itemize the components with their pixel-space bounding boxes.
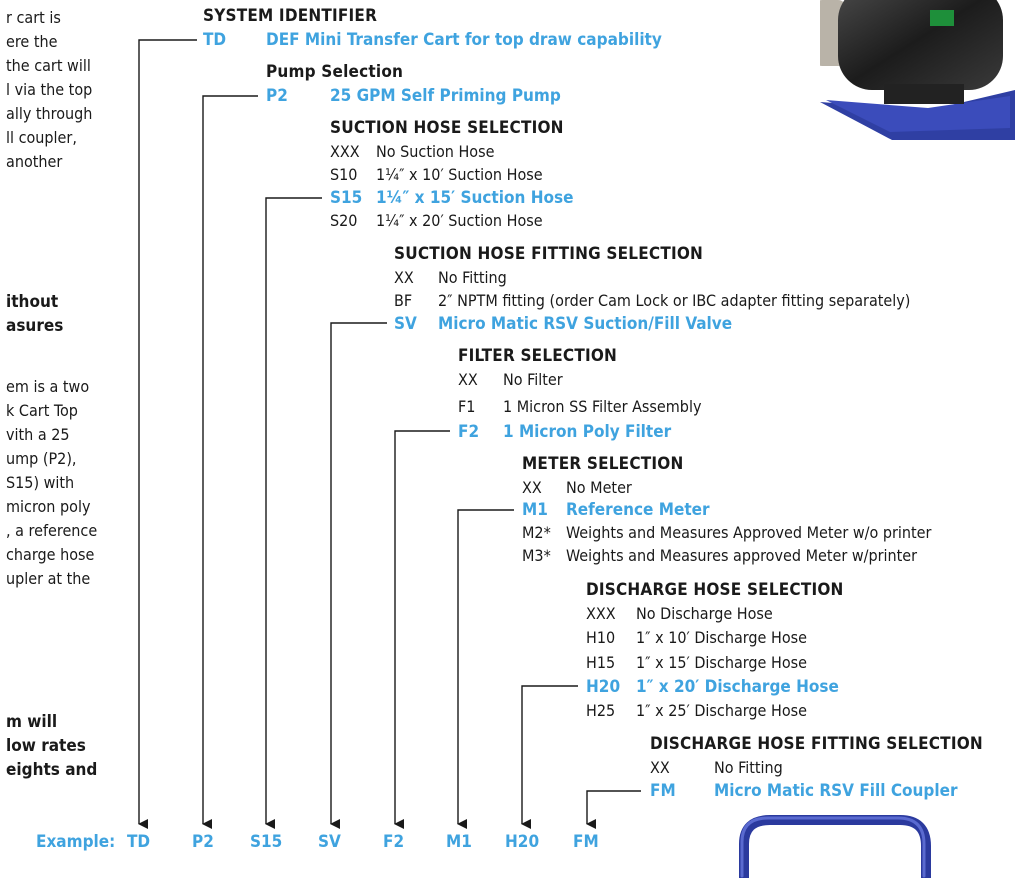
section-title-suction-fitting: SUCTION HOSE FITTING SELECTION — [394, 244, 703, 264]
section-title-meter: METER SELECTION — [522, 454, 683, 474]
section-title-discharge-hose: DISCHARGE HOSE SELECTION — [586, 580, 844, 600]
option-row: M3* Weights and Measures approved Meter … — [522, 545, 1012, 567]
option-desc: 1¼″ x 15′ Suction Hose — [376, 187, 573, 209]
option-desc: No Suction Hose — [376, 141, 494, 163]
option-desc: Weights and Measures approved Meter w/pr… — [566, 545, 917, 567]
option-row-fm: FM Micro Matic RSV Fill Coupler — [650, 780, 1010, 802]
option-code: S15 — [330, 187, 362, 209]
option-row: H15 1″ x 15′ Discharge Hose — [586, 652, 1006, 674]
option-code: M3* — [522, 545, 551, 567]
section-title-system-identifier: SYSTEM IDENTIFIER — [203, 6, 377, 26]
option-code: F2 — [458, 421, 479, 443]
example-code-fm: FM — [573, 832, 599, 852]
example-code-s15: S15 — [250, 832, 282, 852]
option-row: XX No Filter — [458, 369, 958, 391]
option-row: S10 1¼″ x 10′ Suction Hose — [330, 164, 830, 186]
option-row-p2: P2 25 GPM Self Priming Pump — [266, 85, 866, 107]
option-desc: Micro Matic RSV Suction/Fill Valve — [438, 313, 732, 335]
connector-fm — [587, 791, 641, 824]
option-code: H25 — [586, 700, 615, 722]
option-code: H20 — [586, 676, 620, 698]
connector-m1 — [458, 510, 514, 824]
option-desc: No Fitting — [438, 267, 507, 289]
option-row: H10 1″ x 10′ Discharge Hose — [586, 627, 1006, 649]
option-code: H15 — [586, 652, 615, 674]
option-row: S20 1¼″ x 20′ Suction Hose — [330, 210, 830, 232]
option-row-m1: M1 Reference Meter — [522, 499, 1012, 521]
option-desc: DEF Mini Transfer Cart for top draw capa… — [266, 29, 662, 51]
option-desc: 25 GPM Self Priming Pump — [330, 85, 561, 107]
section-title-filter: FILTER SELECTION — [458, 346, 617, 366]
option-code: XX — [458, 369, 478, 391]
example-code-m1: M1 — [446, 832, 472, 852]
option-code: SV — [394, 313, 417, 335]
option-row-sv: SV Micro Matic RSV Suction/Fill Valve — [394, 313, 1014, 335]
option-code: TD — [203, 29, 226, 51]
option-desc: 1 Micron SS Filter Assembly — [503, 396, 701, 418]
option-code: XX — [394, 267, 414, 289]
option-desc: 1″ x 15′ Discharge Hose — [636, 652, 807, 674]
option-row: XX No Fitting — [650, 757, 1010, 779]
connector-td — [139, 40, 197, 824]
connector-s15 — [266, 198, 322, 824]
connector-sv — [331, 323, 387, 824]
option-code: FM — [650, 780, 676, 802]
option-row-s15: S15 1¼″ x 15′ Suction Hose — [330, 187, 830, 209]
option-row: XXX No Discharge Hose — [586, 603, 1006, 625]
option-desc: 1¼″ x 20′ Suction Hose — [376, 210, 543, 232]
option-row: XX No Fitting — [394, 267, 1014, 289]
option-code: XXX — [330, 141, 360, 163]
option-code: XXX — [586, 603, 616, 625]
section-title-discharge-fitting: DISCHARGE HOSE FITTING SELECTION — [650, 734, 983, 754]
option-desc: No Discharge Hose — [636, 603, 773, 625]
option-desc: No Fitting — [714, 757, 783, 779]
option-code: XX — [650, 757, 670, 779]
example-code-td: TD — [127, 832, 150, 852]
option-desc: 1″ x 10′ Discharge Hose — [636, 627, 807, 649]
option-row-h20: H20 1″ x 20′ Discharge Hose — [586, 676, 1006, 698]
option-code: XX — [522, 477, 542, 499]
option-code: M1 — [522, 499, 548, 521]
pump-motor-image — [820, 0, 1015, 140]
connector-f2 — [395, 431, 450, 824]
option-row: XXX No Suction Hose — [330, 141, 830, 163]
option-desc: 1″ x 25′ Discharge Hose — [636, 700, 807, 722]
option-desc: No Meter — [566, 477, 632, 499]
cart-handle-image — [730, 812, 950, 878]
option-row-td: TD DEF Mini Transfer Cart for top draw c… — [203, 29, 903, 51]
option-desc: 1″ x 20′ Discharge Hose — [636, 676, 839, 698]
option-desc: 1 Micron Poly Filter — [503, 421, 671, 443]
option-row: M2* Weights and Measures Approved Meter … — [522, 522, 1012, 544]
option-code: S20 — [330, 210, 357, 232]
option-code: H10 — [586, 627, 615, 649]
option-desc: Weights and Measures Approved Meter w/o … — [566, 522, 931, 544]
connector-h20 — [522, 686, 578, 824]
example-code-f2: F2 — [383, 832, 404, 852]
option-row: XX No Meter — [522, 477, 1012, 499]
option-row: F1 1 Micron SS Filter Assembly — [458, 396, 958, 418]
option-desc: 1¼″ x 10′ Suction Hose — [376, 164, 543, 186]
example-code-p2: P2 — [192, 832, 214, 852]
example-label: Example: — [36, 832, 115, 852]
example-code-sv: SV — [318, 832, 341, 852]
option-code: P2 — [266, 85, 288, 107]
option-desc: Reference Meter — [566, 499, 710, 521]
option-code: M2* — [522, 522, 551, 544]
option-desc: No Filter — [503, 369, 563, 391]
option-row: BF 2″ NPTM fitting (order Cam Lock or IB… — [394, 290, 1014, 312]
option-code: S10 — [330, 164, 357, 186]
option-row-f2: F2 1 Micron Poly Filter — [458, 421, 958, 443]
option-code: BF — [394, 290, 412, 312]
example-code-h20: H20 — [505, 832, 539, 852]
option-code: F1 — [458, 396, 475, 418]
section-title-suction-hose: SUCTION HOSE SELECTION — [330, 118, 564, 138]
option-desc: Micro Matic RSV Fill Coupler — [714, 780, 958, 802]
option-row: H25 1″ x 25′ Discharge Hose — [586, 700, 1006, 722]
connector-p2 — [203, 96, 258, 824]
section-title-pump: Pump Selection — [266, 62, 403, 82]
option-desc: 2″ NPTM fitting (order Cam Lock or IBC a… — [438, 290, 910, 312]
